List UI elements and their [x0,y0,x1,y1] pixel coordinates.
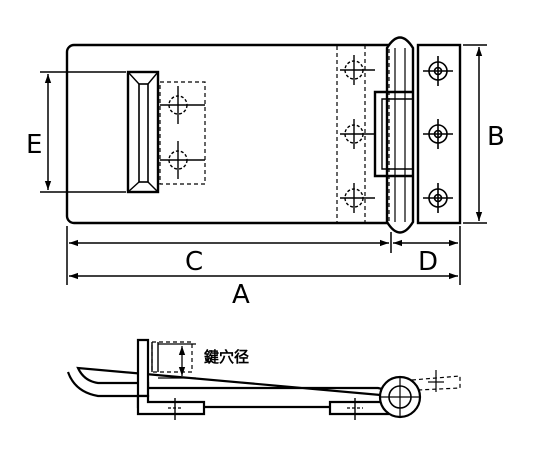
dimension-label-e: E [26,130,42,160]
dimension-label-c: C [185,247,203,277]
hidden-mount-pad [159,81,206,185]
staple-tongue [136,338,150,398]
hidden-screw-hole [340,183,375,213]
staple-base [136,394,206,416]
hasp-top-view [65,36,462,234]
hinge-knuckle [385,36,415,234]
dimension-label-b: B [487,122,505,152]
hidden-screw-hole [160,86,205,124]
hidden-screw-hole [160,141,205,179]
hasp-side-view [66,338,461,420]
screw-hole [423,119,453,149]
hidden-screw-hole [340,119,375,149]
dimension-label-d: D [418,247,438,277]
key-hole-diameter-label: 鍵穴径 [204,348,249,366]
dimension-lines [40,44,487,285]
dimension-label-a: A [232,280,250,310]
hinge-leaf [416,43,462,225]
staple-slot [126,70,160,194]
screw-hole [423,183,453,213]
hidden-back-leaf [336,44,390,224]
hidden-screw-hole [340,55,375,85]
screw-hole [423,56,453,86]
